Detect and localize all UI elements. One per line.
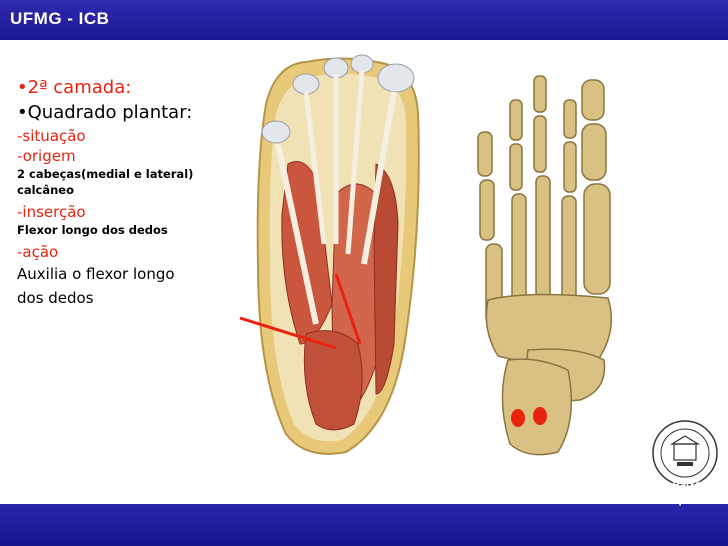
author-name: Ana Paula de Sousa Paixão: [564, 479, 708, 491]
situation-label: -situação: [17, 127, 86, 145]
origin-line-1: 2 cabeças(medial e lateral): [17, 167, 194, 181]
muscle-heading: •Quadrado plantar:: [17, 102, 193, 123]
action-line-1: Auxilia o flexor longo: [17, 265, 175, 283]
action-line-2: dos dedos: [17, 289, 94, 307]
author-role: Fisioterapêuta: [632, 494, 708, 506]
insertion-value: Flexor longo dos dedos: [17, 223, 168, 237]
footer-bar: [0, 504, 728, 546]
foot-skeleton-illustration: [477, 75, 613, 456]
author-block: Ana Paula de Sousa Paixão Fisioterapêuta: [508, 478, 708, 508]
insertion-label: -inserção: [17, 203, 86, 221]
header-bar: UFMG - ICB: [0, 0, 728, 40]
header-title: UFMG - ICB: [10, 9, 110, 28]
pointer-line: [239, 316, 337, 350]
layer-heading: •2ª camada:: [17, 77, 132, 98]
origin-line-2: calcâneo: [17, 183, 74, 197]
origin-label: -origem: [17, 147, 76, 165]
slide-text: •2ª camada: •Quadrado plantar: -situação…: [17, 76, 247, 310]
action-label: -ação: [17, 243, 59, 261]
plantar-muscle-illustration: [236, 44, 424, 460]
university-seal-icon: [652, 420, 718, 486]
